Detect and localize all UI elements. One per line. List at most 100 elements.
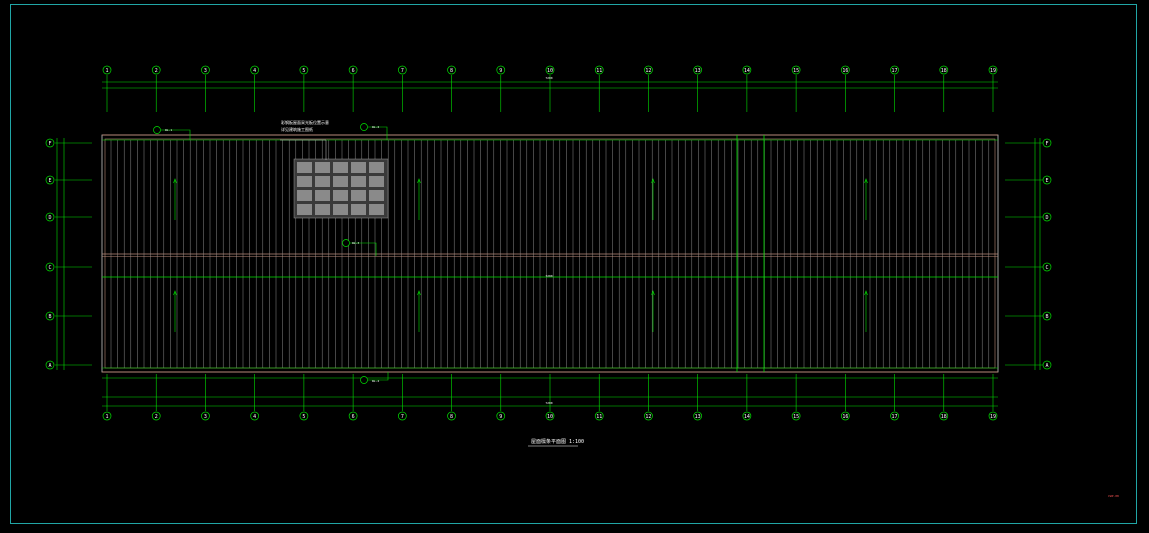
axis-right-E-label: E (1045, 178, 1048, 184)
drawing-title: 屋面檩条平面图 1:100 (531, 438, 584, 445)
axis-top-4-label: 4 (253, 68, 256, 74)
axis-top-8-label: 8 (450, 68, 453, 74)
total-dimension-top: 7200 (545, 76, 552, 80)
axis-bottom-12-label: 12 (645, 414, 651, 420)
skylight-panel (315, 190, 330, 201)
slope-arrow (864, 290, 868, 296)
skylight-panel (351, 190, 366, 201)
axis-top-3-bubble (201, 65, 210, 75)
axis-left-B-bubble (45, 311, 55, 321)
skylight-panel (297, 176, 312, 187)
axis-bottom-3-label: 3 (204, 414, 207, 420)
axis-top-10-label: 10 (547, 68, 553, 74)
axis-right-C-bubble (1042, 262, 1052, 272)
axis-top-19-bubble (988, 65, 998, 75)
axis-bottom-13-label: 13 (695, 414, 701, 420)
annotations (153, 123, 578, 447)
axis-bottom-17-bubble (890, 411, 899, 421)
slope-arrow (864, 178, 868, 184)
callout-bubble (342, 239, 350, 247)
axis-left-C-bubble (45, 262, 55, 272)
skylight-panel (297, 162, 312, 173)
axis-left-F-bubble (45, 138, 55, 148)
axis-left-C-label: C (48, 265, 51, 271)
axis-bottom-13-bubble (693, 411, 703, 421)
skylight-panel (369, 162, 384, 173)
axis-right-F-bubble (1042, 138, 1052, 148)
axis-top-11-bubble (594, 65, 604, 75)
skylight-panel (333, 176, 348, 187)
axis-top-16-bubble (840, 65, 850, 75)
axis-left-D-label: D (48, 215, 51, 221)
slope-arrow (173, 178, 177, 184)
axis-bottom-7-bubble (397, 411, 407, 421)
axis-bottom-3-bubble (201, 411, 210, 421)
skylight-panel (369, 190, 384, 201)
axis-top-3-label: 3 (204, 68, 207, 74)
axis-left-E-label: E (48, 178, 51, 184)
axis-top-16-label: 16 (842, 68, 848, 74)
axis-right-E-bubble (1042, 175, 1052, 185)
roof-inner-edge (104, 138, 996, 369)
axis-bottom-6-bubble (348, 411, 358, 421)
axis-bottom-10-bubble (545, 411, 555, 421)
axis-bottom-11-bubble (594, 411, 604, 421)
skylight-panel (315, 176, 330, 187)
axis-right-A-label: A (1045, 363, 1048, 369)
axis-top-8-bubble (447, 65, 456, 75)
axis-top-1-label: 1 (105, 68, 108, 74)
total-dimension-mid: 7200 (545, 274, 552, 278)
axis-top-2-bubble (151, 65, 161, 75)
axis-top-2-label: 2 (155, 68, 158, 74)
axis-bottom-2-bubble (151, 411, 161, 421)
axis-bottom-18-label: 18 (941, 414, 947, 420)
axis-bottom-6-label: 6 (352, 414, 355, 420)
axis-top-12-bubble (644, 65, 653, 75)
axis-top-15-label: 15 (793, 68, 799, 74)
slope-arrow (417, 290, 421, 296)
callout-bubble (360, 123, 368, 131)
callout-label-1: WL-1 (165, 128, 172, 132)
callout-leader (161, 129, 191, 140)
axis-bottom-15-label: 15 (793, 414, 799, 420)
axis-bottom-17-label: 17 (892, 414, 898, 420)
axis-bottom-19-bubble (988, 411, 998, 421)
callout-bubble (360, 376, 368, 384)
axis-top-10-bubble (545, 65, 555, 75)
axis-top-15-bubble (791, 65, 801, 75)
axis-left-B-label: B (48, 314, 51, 320)
callout-leader (368, 126, 388, 140)
axis-top-14-label: 14 (744, 68, 750, 74)
axis-bottom-5-label: 5 (302, 414, 305, 420)
slope-arrow (417, 178, 421, 184)
axis-right-A-bubble (1042, 360, 1052, 370)
axis-right-F-label: F (1045, 141, 1048, 147)
axis-left-F-label: F (48, 141, 51, 147)
axis-top-4-bubble (250, 65, 260, 75)
skylight-panel (333, 204, 348, 215)
slope-arrow (651, 178, 655, 184)
skylight-panel (333, 190, 348, 201)
axis-top-5-bubble (299, 65, 309, 75)
callout-leader (350, 242, 377, 256)
callout-label-3: WL-3 (352, 241, 359, 245)
axis-bottom-15-bubble (791, 411, 801, 421)
axis-left-E-bubble (45, 175, 55, 185)
axis-bottom-18-bubble (939, 411, 949, 421)
axis-bottom-7-label: 7 (401, 414, 404, 420)
axis-bottom-14-bubble (742, 411, 752, 421)
skylight-panel (351, 162, 366, 173)
axis-top-1-bubble (102, 65, 112, 75)
axis-bottom-12-bubble (644, 411, 653, 421)
note-line-1: 彩钢板屋面采光板位置示意 (281, 119, 329, 125)
axis-left-D-bubble (45, 212, 55, 222)
note-line-2: 详见建筑施工图纸 (281, 126, 313, 132)
axis-top-9-label: 9 (499, 68, 502, 74)
skylight-panel (297, 190, 312, 201)
axis-top-9-bubble (496, 65, 506, 75)
slope-arrow (651, 290, 655, 296)
skylight-panel (315, 204, 330, 215)
